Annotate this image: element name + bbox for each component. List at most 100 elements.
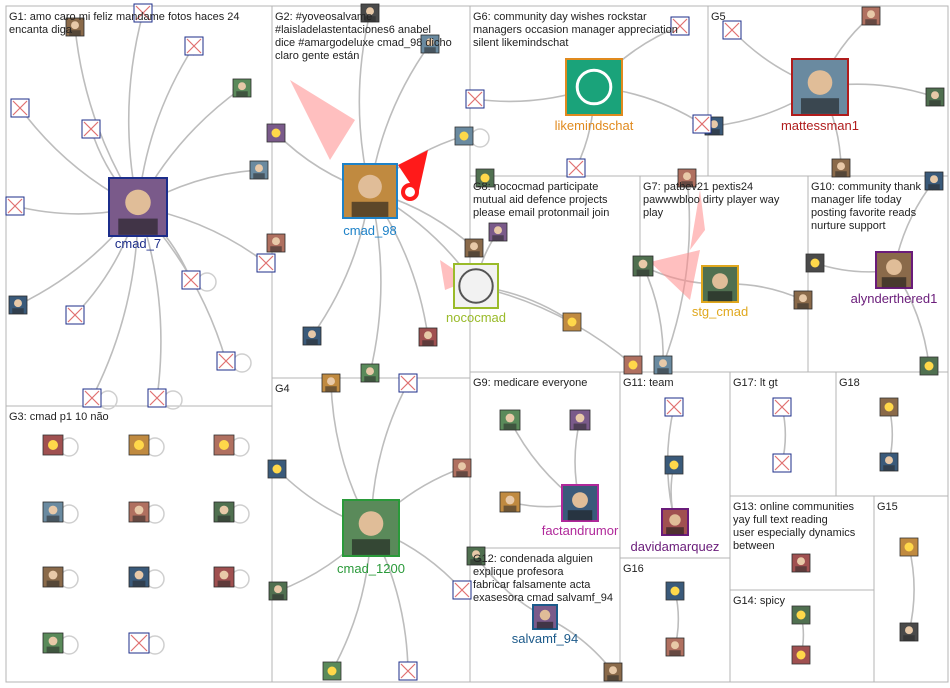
broken-image-node[interactable] <box>722 20 742 40</box>
icon-node[interactable] <box>919 356 939 376</box>
icon-node[interactable] <box>805 253 825 273</box>
avatar-node[interactable] <box>8 295 28 315</box>
group-label-g15: G15 <box>877 501 898 513</box>
hub-node-stg_cmad[interactable] <box>701 265 739 303</box>
broken-image-node[interactable] <box>465 89 485 109</box>
broken-image-node[interactable] <box>664 397 684 417</box>
hub-node-alynderthered1[interactable] <box>875 251 913 289</box>
avatar-node[interactable] <box>213 501 235 523</box>
broken-image-node[interactable] <box>452 580 472 600</box>
avatar-node[interactable] <box>42 501 64 523</box>
icon-node[interactable] <box>791 645 811 665</box>
broken-image-node[interactable] <box>65 305 85 325</box>
broken-image-node[interactable] <box>692 114 712 134</box>
icon-node[interactable] <box>664 455 684 475</box>
icon-node[interactable] <box>665 581 685 601</box>
avatar-node[interactable] <box>499 491 521 513</box>
avatar-node[interactable] <box>632 255 654 277</box>
hub-node-mattessman1[interactable] <box>791 58 849 116</box>
icon-node[interactable] <box>267 459 287 479</box>
self-loop <box>232 353 252 373</box>
broken-image-node[interactable] <box>772 453 792 473</box>
avatar-node[interactable] <box>213 566 235 588</box>
icon-node[interactable] <box>213 434 235 456</box>
icon-node[interactable] <box>475 168 495 188</box>
avatar-node[interactable] <box>268 581 288 601</box>
icon-node[interactable] <box>322 661 342 681</box>
avatar-node[interactable] <box>791 553 811 573</box>
avatar-node[interactable] <box>464 238 484 258</box>
broken-image-node[interactable] <box>398 661 418 681</box>
icon-node[interactable] <box>562 312 582 332</box>
icon-node[interactable] <box>623 355 643 375</box>
avatar-node[interactable] <box>879 452 899 472</box>
hub-label-alynderthered1: alynderthered1 <box>851 291 938 306</box>
avatar-node[interactable] <box>861 6 881 26</box>
icon-node[interactable] <box>454 126 474 146</box>
avatar-node[interactable] <box>831 158 851 178</box>
avatar-node[interactable] <box>360 3 380 23</box>
broken-image-node[interactable] <box>181 270 201 290</box>
avatar-node[interactable] <box>65 17 85 37</box>
broken-image-node[interactable] <box>566 158 586 178</box>
avatar-node[interactable] <box>924 171 944 191</box>
avatar-node[interactable] <box>42 566 64 588</box>
avatar-node[interactable] <box>793 290 813 310</box>
avatar-node[interactable] <box>466 546 486 566</box>
hub-node-cmad_1200[interactable] <box>342 499 400 557</box>
icon-node[interactable] <box>266 123 286 143</box>
avatar-node[interactable] <box>653 355 673 375</box>
hub-node-cmad_7[interactable] <box>108 177 168 237</box>
avatar-node[interactable] <box>899 622 919 642</box>
hub-node-nococmad[interactable] <box>453 263 499 309</box>
broken-image-node[interactable] <box>133 3 153 23</box>
avatar-node[interactable] <box>418 327 438 347</box>
avatar-node[interactable] <box>302 326 322 346</box>
group-label-g18: G18 <box>839 377 860 389</box>
avatar-node[interactable] <box>128 566 150 588</box>
broken-image-node[interactable] <box>5 196 25 216</box>
icon-node[interactable] <box>899 537 919 557</box>
avatar-node[interactable] <box>128 501 150 523</box>
broken-image-node[interactable] <box>398 373 418 393</box>
avatar-node[interactable] <box>925 87 945 107</box>
avatar-node[interactable] <box>420 34 440 54</box>
avatar-node[interactable] <box>569 409 591 431</box>
hub-label-mattessman1: mattessman1 <box>781 118 859 133</box>
icon-node[interactable] <box>791 605 811 625</box>
avatar-node[interactable] <box>452 458 472 478</box>
avatar-node[interactable] <box>603 662 623 682</box>
hub-node-salvamf_94[interactable] <box>532 604 558 630</box>
broken-image-node[interactable] <box>147 388 167 408</box>
broken-image-node[interactable] <box>81 119 101 139</box>
broken-image-node[interactable] <box>772 397 792 417</box>
avatar-node[interactable] <box>266 233 286 253</box>
avatar-node[interactable] <box>360 363 380 383</box>
icon-node[interactable] <box>128 434 150 456</box>
hub-node-cmad_98[interactable] <box>342 163 398 219</box>
self-loop-marker <box>398 150 428 195</box>
broken-image-node[interactable] <box>670 16 690 36</box>
broken-image-node[interactable] <box>256 253 276 273</box>
group-label-g16: G16 <box>623 563 644 575</box>
icon-node[interactable] <box>42 434 64 456</box>
broken-image-node[interactable] <box>10 98 30 118</box>
hub-node-factandrumor[interactable] <box>561 484 599 522</box>
avatar-node[interactable] <box>42 632 64 654</box>
avatar-node[interactable] <box>232 78 252 98</box>
edge <box>906 546 916 633</box>
broken-image-node[interactable] <box>184 36 204 56</box>
broken-image-node[interactable] <box>128 632 150 654</box>
hub-node-davidamarquez[interactable] <box>661 508 689 536</box>
avatar-node[interactable] <box>321 373 341 393</box>
avatar-node[interactable] <box>499 409 521 431</box>
avatar-node[interactable] <box>665 637 685 657</box>
icon-node[interactable] <box>879 397 899 417</box>
avatar-node[interactable] <box>488 222 508 242</box>
hub-node-likemindschat[interactable] <box>565 58 623 116</box>
broken-image-node[interactable] <box>82 388 102 408</box>
avatar-node[interactable] <box>249 160 269 180</box>
avatar-node[interactable] <box>677 168 697 188</box>
broken-image-node[interactable] <box>216 351 236 371</box>
